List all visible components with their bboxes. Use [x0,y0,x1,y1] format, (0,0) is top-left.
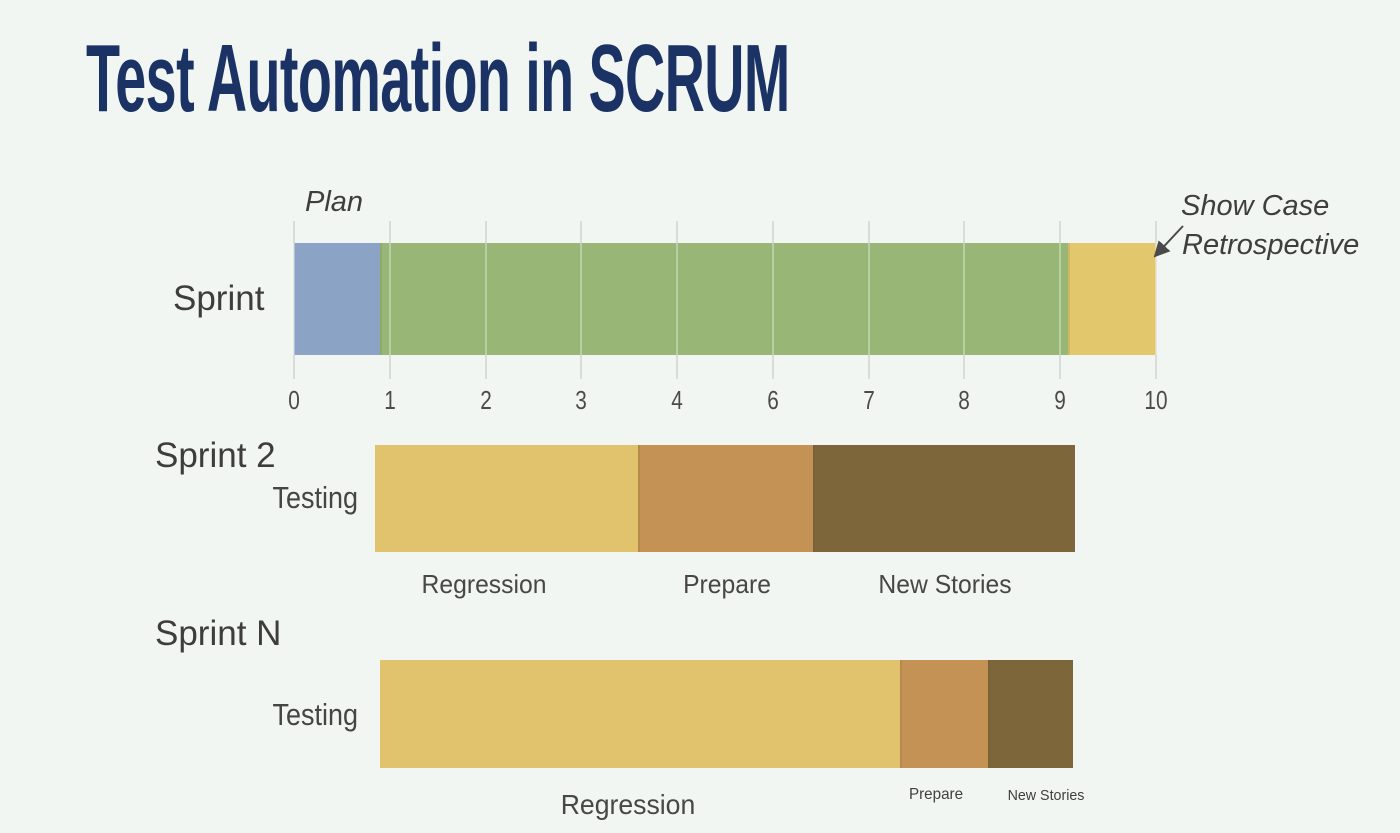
sprint2-bar [375,445,1075,552]
sprint2-new-stories-label: New Stories [878,569,1012,599]
sprint2-regression-label: Regression [421,569,547,599]
axis-tick-label: 0 [288,385,300,415]
axis-gridline-overlay [293,243,295,355]
axis-tick-labels: 0 1 2 3 4 6 7 8 9 10 [288,385,1167,417]
axis-tick-label: 7 [862,385,875,415]
axis-gridline-overlay [963,243,966,355]
page-title: Test Automation in SCRUM [86,25,790,132]
sprint2-prepare-label: Prepare [683,569,771,599]
sprint-n-new-stories-label: New Stories [1007,787,1085,804]
sprint-row-label: Sprint [173,279,265,318]
bar-segment [294,243,381,355]
sprint-n-regression-label: Regression [560,789,696,820]
annotation-arrow-icon [1143,220,1189,266]
axis-gridline-overlay [1059,243,1062,355]
axis-gridline-overlay [580,243,583,355]
bar-segment [380,660,900,768]
bar-segment [380,243,1069,355]
show-case-annotation: Show Case [1181,190,1330,222]
axis-gridline-overlay [867,243,870,355]
sprint2-testing-label: Testing [272,480,358,515]
plan-annotation: Plan [305,186,364,218]
sprint-n-prepare-label: Prepare [908,786,964,803]
sprint-bar [294,243,1156,355]
axis-gridline-overlay [388,243,391,355]
bar-segment [813,445,1075,552]
axis-gridline-overlay [676,243,679,355]
bar-segment [375,445,638,552]
sprint2-row-label: Sprint 2 [155,436,276,475]
axis-tick-label: 4 [671,385,683,415]
axis-tick-label: 2 [479,385,492,415]
axis-tick-label: 10 [1144,385,1168,415]
bar-segment [987,660,1073,768]
bar-segment [899,660,988,768]
sprint-n-row-label: Sprint N [155,614,282,653]
bar-segment [637,445,814,552]
axis-tick-label: 9 [1054,385,1067,415]
sprint-n-testing-label: Testing [272,697,358,732]
sprint-n-bar [380,660,1073,768]
bar-segment [1068,243,1156,355]
axis-tick-label: 1 [383,385,396,415]
axis-tick-label: 8 [958,385,971,415]
axis-gridline-overlay [771,243,774,355]
axis-tick-label: 6 [767,385,779,415]
axis-gridline [1155,221,1157,379]
axis-tick-label: 3 [575,385,588,415]
axis-gridlines-overlay [293,243,1157,355]
retrospective-annotation: Retrospective [1182,229,1360,261]
axis-gridline-overlay [484,243,487,355]
axis-gridline-overlay [1155,243,1157,355]
